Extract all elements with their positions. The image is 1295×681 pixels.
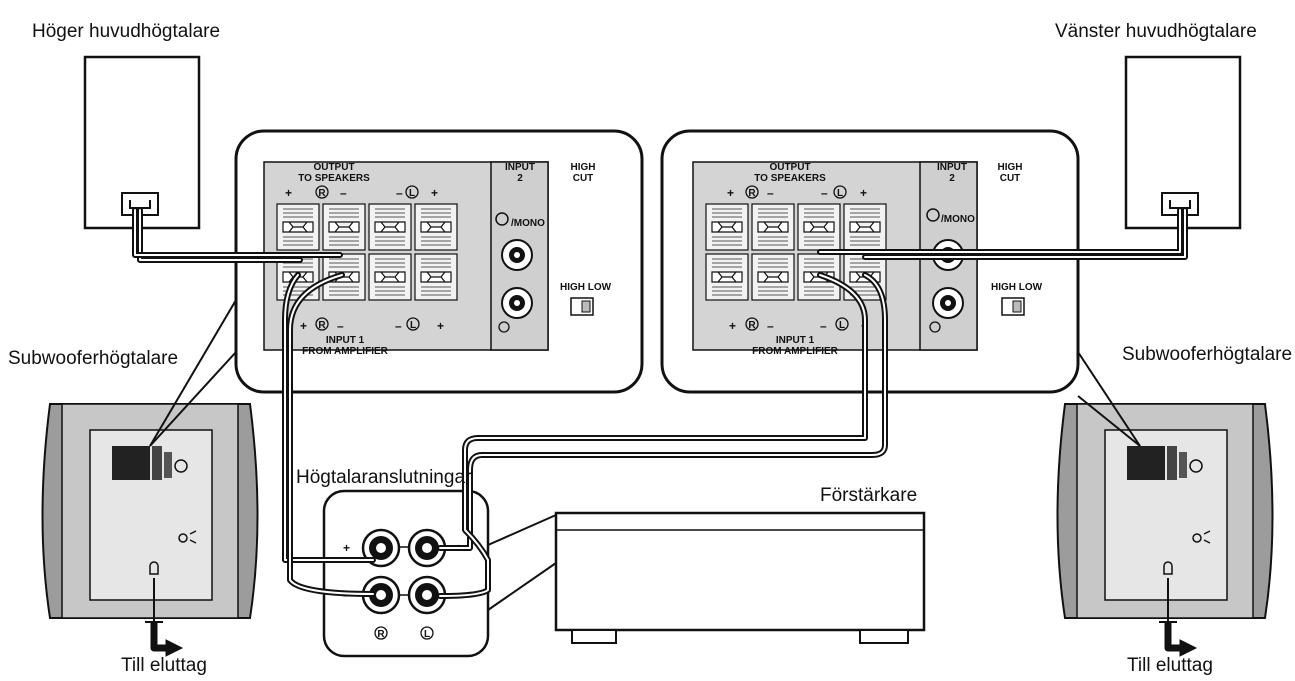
r-mark: R <box>318 188 326 199</box>
arrow-right-icon <box>165 639 184 657</box>
l-mark: L <box>410 320 416 331</box>
input2-label-1: INPUT <box>937 162 967 173</box>
speaker-terminal-clip-icon <box>751 203 795 251</box>
power-cord-left <box>145 578 184 657</box>
power-inlet-icon <box>149 561 159 575</box>
speaker-terminal-clip-icon <box>322 203 366 251</box>
binding-post-icon <box>361 575 401 615</box>
minus-mark: – <box>337 319 344 333</box>
plus-mark: + <box>300 319 307 333</box>
outlet-label-right: Till eluttag <box>1127 655 1213 676</box>
r-mark: R <box>748 320 756 331</box>
r-mark: R <box>377 629 385 640</box>
minus-mark: – <box>340 186 347 200</box>
minus-mark: – <box>821 186 828 200</box>
minus-mark: – <box>820 319 827 333</box>
panel-text-left: OUTPUT TO SPEAKERS INPUT 2 HIGH CUT /MON… <box>285 162 612 357</box>
amp-terminals <box>361 528 447 615</box>
speaker-terminal-clip-icon <box>797 203 841 251</box>
callout-lines <box>149 299 1141 611</box>
power-cord-right <box>1159 578 1198 657</box>
speaker-terminal-clip-icon <box>414 203 458 251</box>
amplifier-label: Förstärkare <box>820 485 917 506</box>
output-label-1: OUTPUT <box>313 162 354 173</box>
speaker-terminal-clip-icon <box>705 253 749 301</box>
speaker-terminals-label: Högtalaranslutningar <box>296 467 472 488</box>
mono-label: /MONO <box>511 218 545 229</box>
output-label-2: TO SPEAKERS <box>754 173 826 184</box>
speaker-terminal-clip-icon <box>843 203 887 251</box>
power-inlet-icon <box>1163 561 1173 575</box>
subwoofer-right <box>1056 403 1274 619</box>
input2-label-2: 2 <box>517 173 523 184</box>
subwoofer-label-left: Subwooferhögtalare <box>8 348 178 369</box>
minus-mark: – <box>767 186 774 200</box>
input1-label-2: FROM AMPLIFIER <box>302 346 389 357</box>
plus-mark: + <box>729 319 736 333</box>
l-mono-icon <box>495 212 509 226</box>
right-main-speaker <box>83 55 201 230</box>
subwoofer-label-right: Subwooferhögtalare <box>1122 344 1292 365</box>
speaker-terminal-clip-icon <box>276 203 320 251</box>
sub-terminal-block-icon <box>112 446 150 480</box>
highcut-label-2: CUT <box>1000 173 1021 184</box>
binding-post-icon <box>361 528 401 568</box>
l-mark: L <box>837 188 843 199</box>
highcut-label-2: CUT <box>573 173 594 184</box>
input1-label-2: FROM AMPLIFIER <box>752 346 839 357</box>
input2-label-2: 2 <box>949 173 955 184</box>
plus-mark: + <box>431 186 438 200</box>
minus-mark: – <box>395 319 402 333</box>
amplifier <box>554 511 926 644</box>
speaker-terminal-clip-icon <box>368 203 412 251</box>
binding-post-icon <box>407 528 447 568</box>
panel-text-right: OUTPUT TO SPEAKERS INPUT 2 HIGH CUT /MON… <box>727 162 1043 357</box>
left-main-speaker-label: Vänster huvudhögtalare <box>1055 21 1257 42</box>
speaker-terminal-clip-icon <box>705 203 749 251</box>
highcut-label-1: HIGH <box>571 162 596 173</box>
right-main-speaker-label: Höger huvudhögtalare <box>32 21 220 42</box>
high-low-label: HIGH LOW <box>560 282 612 293</box>
sub-terminal-block-icon <box>1127 446 1165 480</box>
mono-label: /MONO <box>941 214 975 225</box>
minus-mark: – <box>767 319 774 333</box>
plus-mark: + <box>285 186 292 200</box>
input1-label-1: INPUT 1 <box>776 335 815 346</box>
l-mark: L <box>839 320 845 331</box>
plus-mark: + <box>860 186 867 200</box>
l-mark: L <box>424 629 430 640</box>
plus-mark: + <box>727 186 734 200</box>
high-low-label: HIGH LOW <box>991 282 1043 293</box>
subwoofer-left <box>41 403 259 619</box>
plus-mark: + <box>437 319 444 333</box>
arrow-right-icon <box>1179 639 1198 657</box>
r-mark: R <box>318 320 326 331</box>
speaker-terminal-clip-icon <box>368 253 412 301</box>
input1-label-1: INPUT 1 <box>326 335 365 346</box>
terminal-grid-right <box>705 203 887 301</box>
plus-mark: + <box>343 541 350 555</box>
cables <box>132 207 1188 599</box>
output-label-1: OUTPUT <box>769 162 810 173</box>
minus-mark: – <box>396 186 403 200</box>
outlet-label-left: Till eluttag <box>121 655 207 676</box>
highcut-label-1: HIGH <box>998 162 1023 173</box>
left-main-speaker <box>1124 55 1242 230</box>
l-mono-icon <box>926 208 940 222</box>
power-switch-icon <box>1192 533 1202 543</box>
r-mark: R <box>748 188 756 199</box>
power-switch-icon <box>178 533 188 543</box>
output-label-2: TO SPEAKERS <box>298 173 370 184</box>
l-mark: L <box>409 188 415 199</box>
input2-label-1: INPUT <box>505 162 535 173</box>
speaker-terminal-clip-icon <box>751 253 795 301</box>
speaker-terminal-clip-icon <box>414 253 458 301</box>
